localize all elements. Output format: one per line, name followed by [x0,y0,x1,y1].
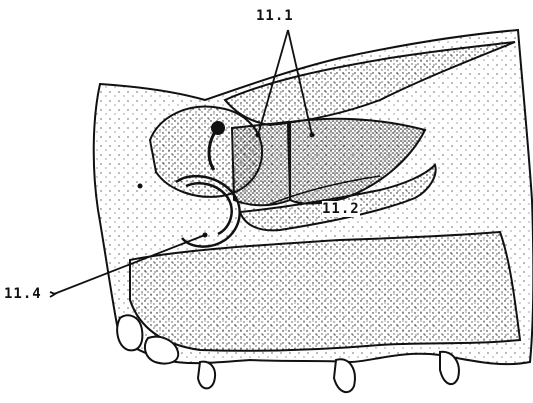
foramen-dot [138,184,143,189]
leader-11-1-a-dot [256,133,261,138]
label-11-4: 11.4 [4,286,42,302]
label-11-1: 11.1 [256,8,294,24]
leader-11-1-b-dot [310,133,315,138]
leader-11-4-dot [203,233,208,238]
label-11-2: 11.2 [322,201,360,217]
leader-11-4-tick [50,292,55,297]
